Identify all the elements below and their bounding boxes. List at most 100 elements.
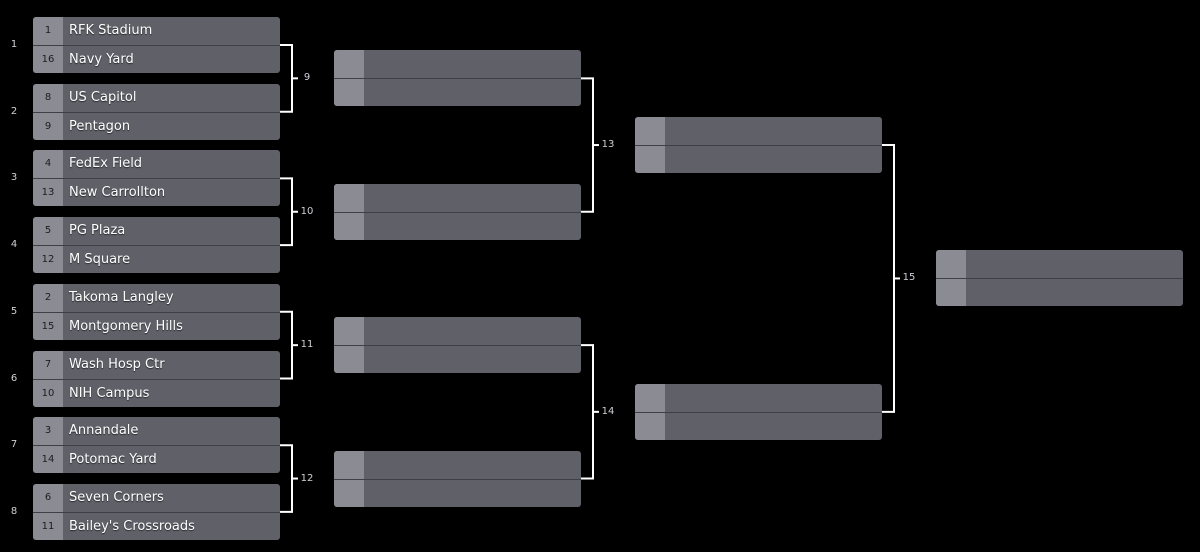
seed-number [635, 383, 665, 412]
team-slot[interactable]: 11 Bailey's Crossroads [33, 511, 280, 540]
bracket-connector-line [581, 344, 594, 480]
seed-number: 2 [33, 283, 63, 312]
team-name: New Carrollton [69, 185, 166, 201]
seed-number [334, 317, 364, 346]
match-number: 3 [10, 172, 18, 184]
team-slot[interactable]: 13 New Carrollton [33, 178, 280, 207]
team-slot[interactable]: 5 PG Plaza [33, 217, 280, 246]
team-name: RFK Stadium [69, 23, 153, 38]
team-name: PG Plaza [69, 223, 126, 239]
team-name: Bailey's Crossroads [69, 518, 195, 534]
seed-number [635, 146, 665, 174]
team-slot[interactable] [635, 383, 882, 412]
match-number: 7 [10, 439, 18, 451]
team-slot[interactable] [635, 145, 882, 174]
bracket-connector-line [280, 177, 293, 247]
team-name: M Square [69, 252, 131, 268]
match-number: 10 [300, 205, 314, 217]
team-slot[interactable]: 6 Seven Corners [33, 483, 280, 512]
match-number: 15 [902, 272, 916, 284]
seed-number: 8 [33, 83, 63, 112]
seed-number [635, 117, 665, 146]
team-slot[interactable] [334, 183, 581, 212]
team-name: Takoma Langley [69, 289, 174, 305]
match-number: 13 [601, 139, 615, 151]
bracket-connector-line [280, 44, 293, 113]
team-name: Potomac Yard [69, 452, 157, 468]
team-slot[interactable] [334, 211, 581, 240]
team-name: Navy Yard [69, 52, 134, 67]
seed-number [334, 79, 364, 107]
match-box-11 [334, 317, 581, 374]
team-name: Montgomery Hills [69, 318, 183, 334]
seed-number [334, 183, 364, 212]
match-box-13 [635, 117, 882, 174]
match-box-14 [635, 383, 882, 440]
seed-number: 13 [33, 179, 63, 207]
match-box-9 [334, 50, 581, 107]
team-name: Pentagon [69, 118, 131, 134]
team-slot[interactable] [334, 50, 581, 79]
team-name: NIH Campus [69, 385, 150, 401]
team-slot[interactable] [334, 317, 581, 346]
seed-number: 6 [33, 483, 63, 512]
match-number: 2 [10, 105, 18, 117]
bracket-connector-line [280, 444, 293, 513]
team-slot[interactable] [936, 250, 1183, 279]
match-box-5: 2 Takoma Langley 15 Montgomery Hills [33, 283, 280, 340]
seed-number [334, 346, 364, 374]
seed-number [334, 479, 364, 507]
match-number: 9 [303, 72, 311, 84]
seed-number: 4 [33, 150, 63, 179]
team-slot[interactable] [635, 117, 882, 146]
team-slot[interactable] [334, 478, 581, 507]
match-box-10 [334, 183, 581, 240]
team-slot[interactable]: 12 M Square [33, 245, 280, 274]
match-number: 1 [10, 39, 18, 50]
team-name: Wash Hosp Ctr [69, 356, 165, 372]
team-slot[interactable]: 8 US Capitol [33, 83, 280, 112]
seed-number [635, 412, 665, 440]
match-box-15 [936, 250, 1183, 307]
team-slot[interactable] [936, 278, 1183, 307]
team-slot[interactable]: 10 NIH Campus [33, 378, 280, 407]
seed-number [334, 50, 364, 79]
team-name: US Capitol [69, 89, 137, 105]
match-number: 14 [601, 405, 615, 417]
seed-number: 10 [33, 379, 63, 407]
team-name: Annandale [69, 423, 139, 439]
match-number: 4 [10, 239, 18, 251]
team-slot[interactable] [334, 450, 581, 479]
seed-number: 12 [33, 246, 63, 274]
team-slot[interactable]: 2 Takoma Langley [33, 283, 280, 312]
match-box-4: 5 PG Plaza 12 M Square [33, 217, 280, 274]
team-slot[interactable] [334, 345, 581, 374]
match-box-12 [334, 450, 581, 507]
seed-number: 11 [33, 512, 63, 540]
team-slot[interactable] [635, 411, 882, 440]
match-box-8: 6 Seven Corners 11 Bailey's Crossroads [33, 483, 280, 540]
match-number: 12 [300, 472, 314, 484]
bracket-connector-line [882, 144, 895, 413]
seed-number: 5 [33, 217, 63, 246]
bracket-connector-line [581, 77, 594, 213]
team-slot[interactable] [334, 78, 581, 107]
seed-number [334, 212, 364, 240]
team-name: Seven Corners [69, 489, 164, 505]
seed-number: 15 [33, 312, 63, 340]
match-number: 5 [10, 305, 18, 317]
team-slot[interactable]: 15 Montgomery Hills [33, 311, 280, 340]
